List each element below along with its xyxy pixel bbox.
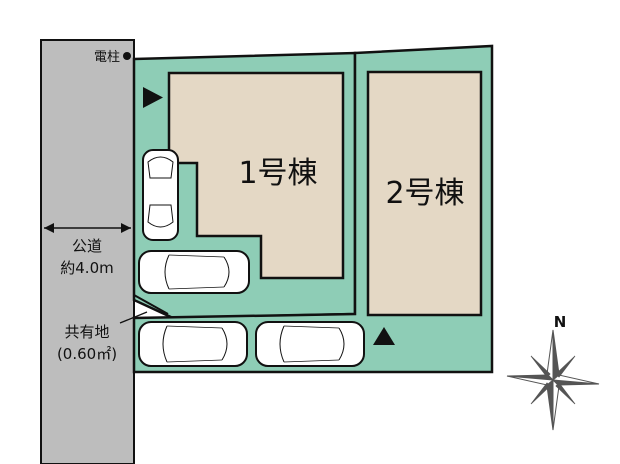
shared-land-label: 共有地	[64, 323, 109, 341]
compass-rose-icon	[506, 329, 600, 431]
public-road	[40, 39, 135, 464]
utility-pole-label: 電柱	[94, 50, 120, 65]
car-icon	[138, 250, 250, 294]
road-label: 公道	[72, 237, 102, 255]
entrance-arrow-icon	[373, 327, 395, 345]
car-icon	[138, 321, 248, 367]
entrance-arrow-icon	[143, 87, 163, 108]
building-2	[366, 70, 483, 317]
shared-land-leader	[119, 311, 148, 324]
utility-pole-icon	[123, 52, 131, 60]
car-icon	[255, 321, 365, 367]
building-2-label: 2号棟	[385, 176, 464, 211]
building-1-label: 1号棟	[238, 156, 317, 191]
shared-land-boundary	[133, 294, 169, 315]
road-width-dimension	[44, 223, 131, 233]
road-width-label: 約4.0m	[60, 259, 113, 277]
compass-north-label: N	[554, 313, 567, 331]
shared-land-area: (0.60㎡)	[57, 345, 117, 363]
car-icon	[142, 149, 179, 241]
